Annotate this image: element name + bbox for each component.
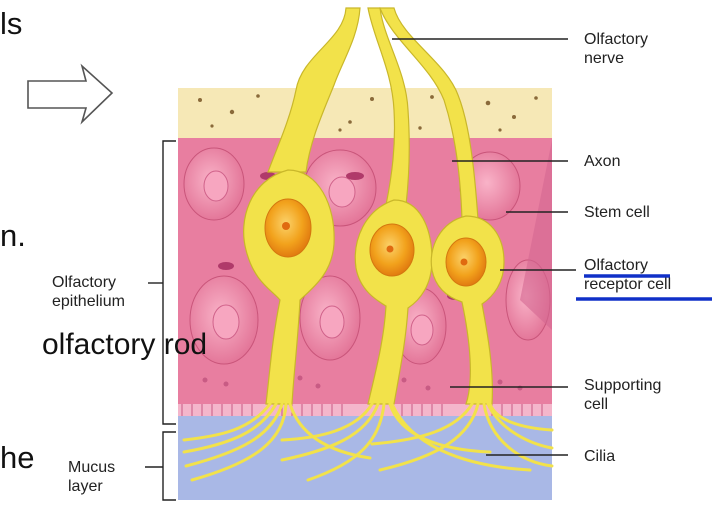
label-supporting-cell-line2: cell <box>584 395 661 414</box>
label-cilia: Cilia <box>584 447 615 466</box>
slide-text-fragment-ls: ls <box>0 8 22 39</box>
label-olfactory-epithelium: Olfactory epithelium <box>52 273 125 311</box>
label-olfactory-nerve-line2: nerve <box>584 49 648 68</box>
label-mucus-layer-line1: Mucus <box>68 458 115 477</box>
epithelium-bracket <box>148 141 176 424</box>
label-mucus-layer: Mucus layer <box>68 458 115 496</box>
label-axon: Axon <box>584 152 620 171</box>
lamina-propria-band <box>178 88 552 138</box>
slide-text-fragment-he: he <box>0 442 34 473</box>
label-olfactory-epithelium-line2: epithelium <box>52 292 125 311</box>
label-mucus-layer-line2: layer <box>68 477 115 496</box>
label-supporting-cell-line1: Supporting <box>584 376 661 395</box>
label-olfactory-nerve: Olfactory nerve <box>584 30 648 68</box>
label-olfactory-nerve-line1: Olfactory <box>584 30 648 49</box>
label-olfactory-receptor-cell: Olfactory receptor cell <box>584 256 671 294</box>
slide-text-fragment-n: n. <box>0 220 26 251</box>
label-olfactory-receptor-cell-line2: receptor cell <box>584 275 671 294</box>
mucus-bracket <box>145 432 176 500</box>
label-supporting-cell: Supporting cell <box>584 376 661 414</box>
label-stem-cell: Stem cell <box>584 203 650 222</box>
label-olfactory-epithelium-line1: Olfactory <box>52 273 125 292</box>
label-olfactory-receptor-cell-line1: Olfactory <box>584 256 671 275</box>
arrow-icon <box>28 66 112 122</box>
olfactory-rod-annotation: olfactory rod <box>42 330 207 360</box>
